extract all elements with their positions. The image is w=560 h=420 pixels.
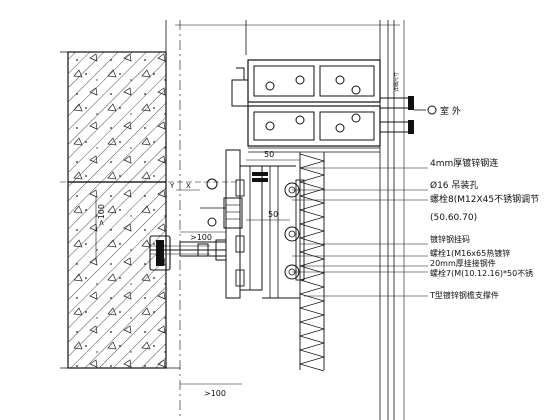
- label-bolt-m10: 螺栓7(M(10.12.16)*50不锈: [430, 268, 533, 278]
- label-bolt-m12: 螺栓8(M12X45不锈钢调节: [430, 193, 539, 205]
- concrete-wall: [60, 20, 240, 369]
- label-dia16-hole: Ø16 吊装孔: [430, 179, 478, 191]
- label-20mm-plate: 20mm厚挂接钢件: [430, 258, 496, 268]
- dim-50-mid: 50: [268, 210, 278, 219]
- dim-100-vertical: >100: [97, 204, 106, 226]
- aluminium-mullion-profile: [231, 59, 414, 153]
- dim-50-top: 50: [264, 150, 274, 159]
- dim-100-horizontal: >100: [190, 233, 212, 242]
- annotation-labels: 4mm厚镀锌钢连 Ø16 吊装孔 螺栓8(M12X45不锈钢调节 (50.60.…: [429, 157, 539, 300]
- exterior-label: 室 外: [440, 105, 461, 117]
- dim-x: X: [186, 182, 191, 190]
- label-4mm-plate: 4mm厚镀锌钢连: [430, 157, 498, 169]
- label-angle-bracket: 镀锌钢挂码: [430, 234, 470, 244]
- steel-bracket-assembly: [149, 149, 305, 299]
- dimension-lines: 50 50 >100 >100 >100 Y X: [95, 150, 300, 398]
- top-axis-lines: [175, 20, 405, 420]
- vertical-note-label: 详细尺寸: [393, 72, 400, 92]
- dim-100-bottom: >100: [204, 389, 226, 398]
- dim-y: Y: [169, 182, 175, 190]
- exterior-marker: 室 外: [414, 105, 461, 117]
- leader-lines: [292, 167, 428, 297]
- label-bolt-m16: 螺栓1(M16x65热镀锌: [430, 248, 510, 258]
- label-t-steel: T型镀锌钢檐支撑件: [429, 290, 499, 300]
- label-range: (50.60.70): [430, 213, 477, 223]
